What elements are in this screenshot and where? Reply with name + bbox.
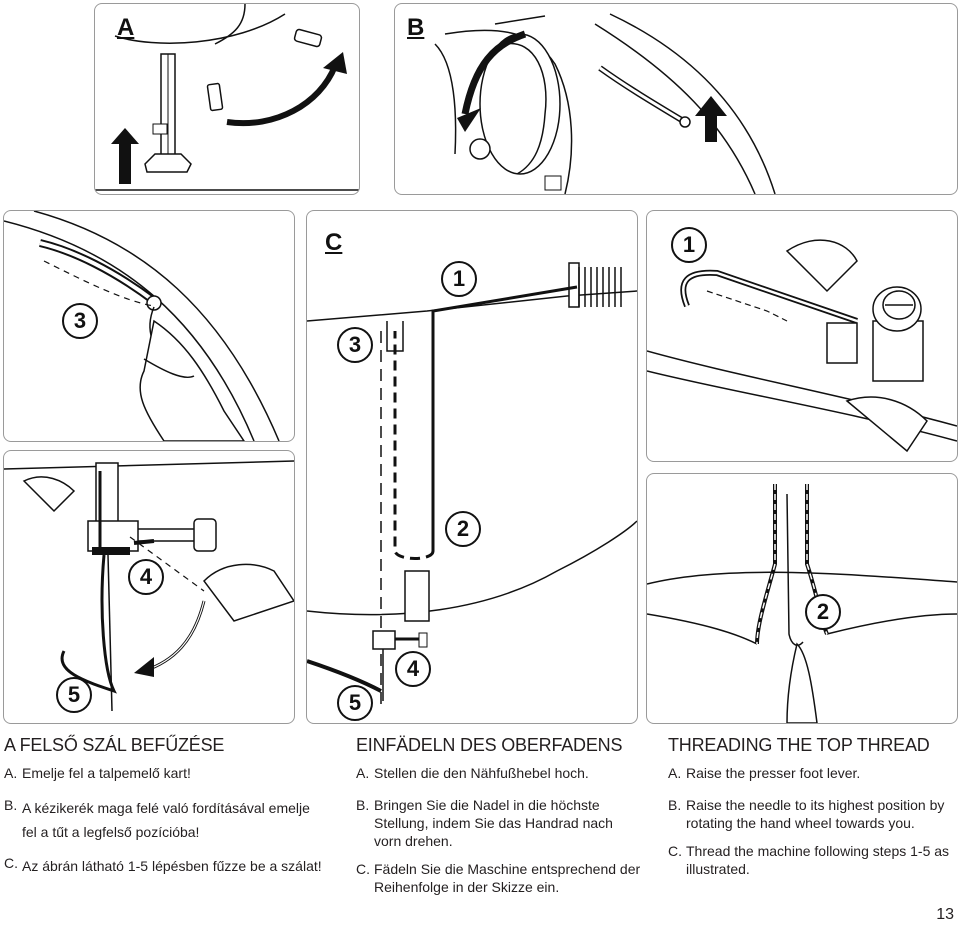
needle-bar-guide-drawing (4, 460, 294, 712)
item-text: Bringen Sie die Nadel in die höchste Ste… (374, 797, 613, 849)
step-5-marker: 5 (56, 677, 92, 713)
instruction-item: B. Raise the needle to its highest posit… (668, 796, 956, 832)
item-key: C. (356, 861, 370, 877)
column-title: A FELSŐ SZÁL BEFŰZÉSE (4, 735, 225, 755)
thread-guide-drawing (647, 239, 957, 453)
item-text: Raise the presser foot lever. (686, 765, 861, 781)
presser-foot-lever-drawing (95, 4, 359, 191)
instruction-item: A. Emelje fel a talpemelő kart! (4, 764, 326, 782)
step-3-marker: 3 (62, 303, 98, 339)
step-1-marker: 1 (671, 227, 707, 263)
step-3-marker: 3 (337, 327, 373, 363)
panel-label-c: C (325, 229, 343, 256)
step-4-marker: 4 (395, 651, 431, 687)
page-number: 13 (936, 906, 954, 923)
illustration-panel-step1: 1 (646, 210, 958, 462)
column-title: THREADING THE TOP THREAD (668, 735, 930, 755)
panel-label-a: A (117, 14, 135, 41)
column-title: EINFÄDELN DES OBERFADENS (356, 735, 623, 755)
illustration-panel-step4-5: 4 5 (3, 450, 295, 724)
panel-label-b: B (407, 14, 425, 41)
item-text: Thread the machine following steps 1-5 a… (686, 843, 950, 877)
column-german: EINFÄDELN DES OBERFADENS A. Stellen die … (356, 735, 642, 906)
item-key: B. (356, 797, 370, 813)
item-key: C. (668, 843, 682, 859)
item-text: A kézikerék maga felé való fordításával … (22, 800, 310, 840)
step-1-marker: 1 (441, 261, 477, 297)
illustration-panel-step3: 3 (3, 210, 295, 442)
item-text: Az ábrán látható 1-5 lépésben fűzze be a… (22, 858, 322, 874)
tension-slot-drawing (647, 484, 957, 723)
illustration-panel-step2: 2 (646, 473, 958, 724)
item-key: A. (356, 765, 370, 781)
instruction-item: A. Raise the presser foot lever. (668, 764, 956, 782)
threading-path-drawing (307, 262, 637, 711)
illustration-panel-b: B (394, 3, 958, 195)
instruction-item: B. A kézikerék maga felé való fordításáv… (4, 796, 326, 844)
item-key: A. (668, 765, 682, 781)
step-2-marker: 2 (445, 511, 481, 547)
column-hungarian: A FELSŐ SZÁL BEFŰZÉSE A. Emelje fel a ta… (4, 735, 326, 888)
instruction-item: A. Stellen die den Nähfußhebel hoch. (356, 764, 642, 782)
item-key: B. (4, 797, 18, 813)
item-text: Emelje fel a talpemelő kart! (22, 765, 191, 781)
item-key: B. (668, 797, 682, 813)
instruction-item: C. Thread the machine following steps 1-… (668, 842, 956, 878)
column-english: THREADING THE TOP THREAD A. Raise the pr… (668, 735, 956, 888)
step-2-marker: 2 (805, 594, 841, 630)
item-text: Fädeln Sie die Maschine entsprechend der… (374, 861, 641, 895)
step-4-marker: 4 (128, 559, 164, 595)
item-text: Stellen die den Nähfußhebel hoch. (374, 765, 589, 781)
hand-wheel-drawing (434, 13, 776, 194)
item-key: C. (4, 855, 18, 871)
step-5-marker: 5 (337, 685, 373, 721)
item-text: Raise the needle to its highest position… (686, 797, 945, 831)
item-key: A. (4, 765, 18, 781)
instruction-item: C. Fädeln Sie die Maschine entsprechend … (356, 860, 642, 896)
instruction-item: C. Az ábrán látható 1-5 lépésben fűzze b… (4, 854, 326, 878)
illustration-panel-ab: A (94, 3, 360, 195)
illustration-panel-c: C 1 3 2 4 5 (306, 210, 638, 724)
instruction-item: B. Bringen Sie die Nadel in die höchste … (356, 796, 642, 850)
take-up-lever-drawing (4, 211, 280, 441)
